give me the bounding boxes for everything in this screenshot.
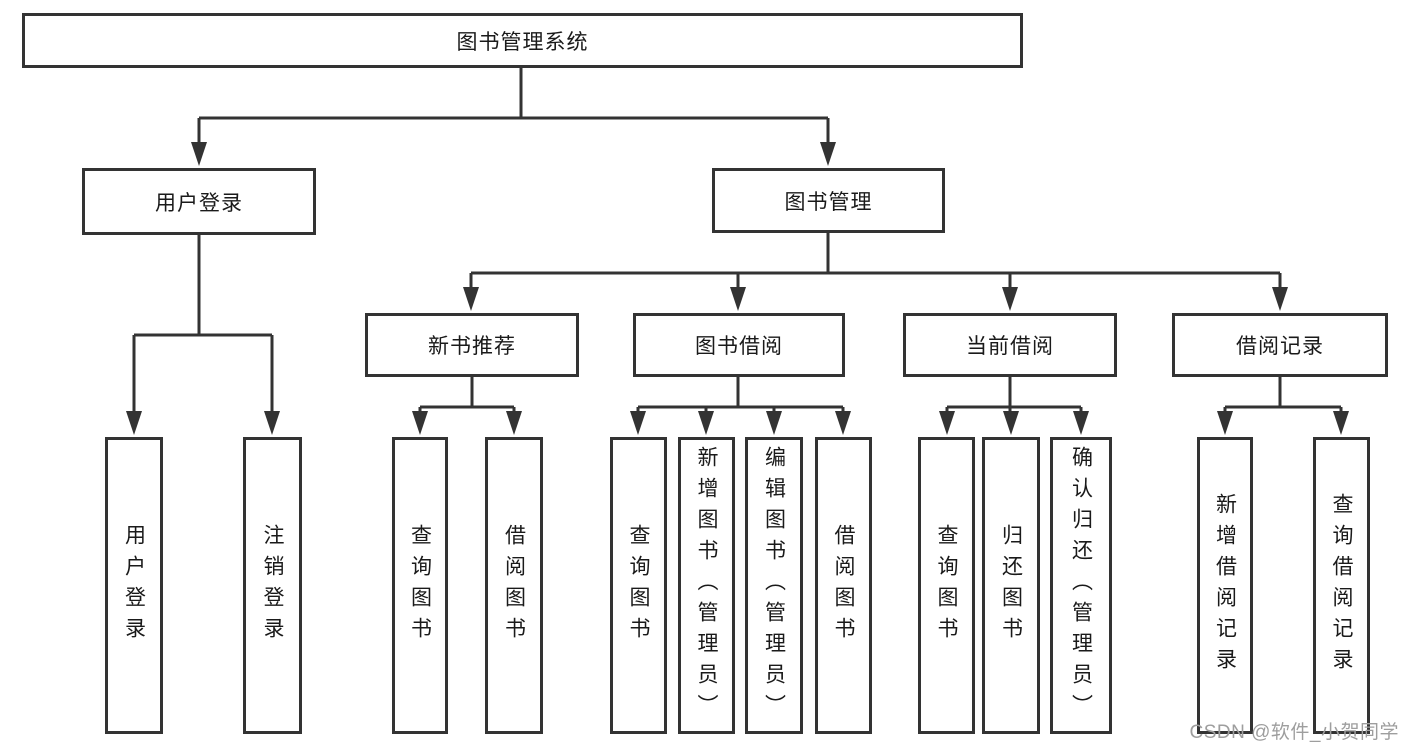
node-label: 新增借阅记录	[1213, 492, 1237, 679]
node-label: 归还图书	[999, 523, 1023, 648]
leaf-query-books-1: 查询图书	[392, 437, 448, 734]
leaf-return-books: 归还图书	[982, 437, 1040, 734]
node-book-management: 图书管理	[712, 168, 945, 233]
node-label: 图书管理	[784, 190, 873, 214]
node-borrow-records: 借阅记录	[1172, 313, 1388, 377]
arrowhead-icon	[126, 411, 142, 435]
edge-root-to-level2	[197, 68, 830, 144]
leaf-query-borrow-record: 查询借阅记录	[1313, 437, 1370, 734]
node-label: 查询图书	[935, 523, 958, 648]
leaf-borrow-books-1: 借阅图书	[485, 437, 543, 734]
leaf-confirm-return-admin: 确认归还（管理员）	[1050, 437, 1112, 734]
node-new-book-recommend: 新书推荐	[365, 313, 579, 377]
arrowhead-icon	[820, 142, 836, 166]
leaf-user-login: 用户登录	[105, 437, 163, 734]
arrowhead-icon	[730, 287, 746, 311]
node-user-login: 用户登录	[82, 168, 316, 235]
leaf-logout: 注销登录	[243, 437, 302, 734]
arrowhead-icon	[1333, 411, 1349, 435]
arrowhead-icon	[463, 287, 479, 311]
edge-borrowrecords-to-leaves	[1223, 377, 1343, 413]
node-label: 借阅图书	[832, 523, 855, 648]
node-label: 查询借阅记录	[1330, 492, 1353, 679]
arrowhead-icon	[1272, 287, 1288, 311]
node-label: 当前借阅	[966, 335, 1054, 358]
arrowhead-icon	[506, 411, 522, 435]
arrowhead-icon	[264, 411, 280, 435]
edge-currentborrow-to-leaves	[945, 377, 1083, 413]
arrowhead-icon	[698, 411, 714, 435]
edge-bookmgmt-to-level3	[469, 233, 1282, 289]
arrowhead-icon	[766, 411, 782, 435]
leaf-add-borrow-record: 新增借阅记录	[1197, 437, 1253, 734]
node-label: 注销登录	[261, 523, 284, 648]
leaf-edit-books-admin: 编辑图书（管理员）	[745, 437, 803, 734]
node-label: 新书推荐	[428, 335, 516, 358]
arrowhead-icon	[1217, 411, 1233, 435]
node-book-borrow: 图书借阅	[633, 313, 845, 377]
leaf-query-books-2: 查询图书	[610, 437, 667, 734]
arrowhead-icon	[412, 411, 428, 435]
node-label: 图书管理系统	[456, 30, 589, 54]
node-label: 用户登录	[122, 523, 146, 648]
arrowhead-icon	[191, 142, 207, 166]
node-current-borrow: 当前借阅	[903, 313, 1117, 377]
leaf-add-books-admin: 新增图书（管理员）	[678, 437, 735, 734]
edge-userlogin-to-leaves	[132, 235, 274, 413]
arrowhead-icon	[1073, 411, 1089, 435]
node-label: 查询图书	[627, 523, 650, 648]
leaf-borrow-books-2: 借阅图书	[815, 437, 872, 734]
node-label: 图书借阅	[695, 335, 783, 358]
node-label: 借阅记录	[1236, 335, 1324, 358]
node-root-system: 图书管理系统	[22, 13, 1023, 68]
arrowhead-icon	[1003, 411, 1019, 435]
node-label: 用户登录	[155, 191, 243, 215]
edge-newbook-to-leaves	[418, 377, 516, 413]
node-label: 查询图书	[408, 523, 432, 648]
arrowhead-icon	[630, 411, 646, 435]
arrowhead-icon	[939, 411, 955, 435]
node-label: 新增图书（管理员）	[695, 446, 718, 725]
arrowhead-icon	[1002, 287, 1018, 311]
arrowhead-icon	[835, 411, 851, 435]
edge-bookborrow-to-leaves	[636, 377, 845, 413]
csdn-watermark: CSDN @软件_小贺同学	[1189, 722, 1399, 743]
node-label: 编辑图书（管理员）	[762, 446, 786, 725]
node-label: 借阅图书	[502, 523, 526, 648]
node-label: 确认归还（管理员）	[1069, 446, 1093, 725]
leaf-query-books-3: 查询图书	[918, 437, 975, 734]
